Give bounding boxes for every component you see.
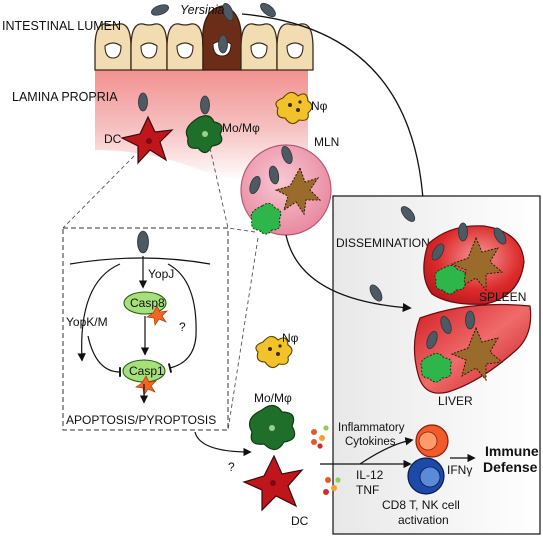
yopkm-inhibit-casp1 — [87, 335, 121, 377]
spleen-label: SPLEEN — [479, 290, 526, 304]
dc-label: DC — [104, 132, 122, 146]
t-cell-red — [415, 424, 449, 458]
nk-cell-blue — [407, 457, 445, 495]
neutrophil-recruited — [255, 335, 293, 369]
tnf-label: TNF — [356, 483, 379, 497]
host-membrane — [69, 257, 211, 265]
dendritic-cell-lp — [120, 115, 174, 165]
yersinia-label: Yersinia — [180, 3, 225, 17]
immune-defense-label-1: Immune — [485, 443, 539, 459]
macrophage-lp — [185, 115, 223, 154]
inflammatory-label-1: Inflammatory — [338, 422, 405, 434]
question-mark-inset: ? — [179, 320, 186, 334]
mo-mphi-label-lp: Mo/Mφ — [222, 121, 260, 135]
macrophage-recruited — [249, 404, 296, 451]
il12-label: IL-12 — [356, 468, 384, 482]
intestinal-lumen-label: INTESTINAL LUMEN — [2, 19, 121, 33]
signaling-inset — [62, 227, 229, 431]
dissemination-label: DISSEMINATION — [336, 236, 430, 250]
mln-label: MLN — [314, 135, 339, 149]
death-to-recruitment-arrow — [194, 431, 252, 457]
cd8-nk-label-1: CD8 T, NK cell — [382, 498, 460, 512]
casp8-label: Casp8 — [130, 296, 165, 310]
liver — [413, 303, 532, 394]
inflammatory-arrow — [359, 437, 414, 465]
casp8-activation-star — [146, 305, 168, 326]
n-phi-label-lp: Nφ — [311, 99, 328, 113]
connector-dc-inset — [62, 155, 135, 229]
connector-mln-inset-top — [227, 227, 256, 233]
neutrophil-lp — [275, 91, 313, 125]
yopkm-label: YopK/M — [66, 315, 108, 329]
dissemination-arrow-lumen — [241, 13, 429, 222]
cytokine-dots — [311, 425, 341, 495]
inset-signaling: Casp8 Casp1 YopJ YopK/M ? — [66, 230, 211, 404]
cd8-nk-label-2: activation — [398, 513, 449, 527]
dendritic-cell-recruited — [242, 454, 304, 512]
yopj-label: YopJ — [148, 267, 174, 281]
mo-mphi-label-recruited: Mo/Mφ — [254, 391, 292, 405]
inflammatory-label-2: Cytokines — [345, 436, 396, 448]
spleen — [423, 222, 525, 305]
mesenteric-lymph-node — [240, 144, 332, 236]
dc-label-recruited: DC — [291, 514, 309, 528]
yopj-inhibit-casp1 — [167, 263, 197, 373]
question-mark-recruitment: ? — [228, 460, 235, 474]
casp1-activation-star — [135, 375, 157, 396]
immune-defense-label-2: Defense — [483, 459, 538, 475]
dissemination-arrow-mln — [285, 234, 412, 313]
casp1-label: Casp1 — [129, 364, 164, 378]
liver-label: LIVER — [438, 394, 473, 408]
ifn-label: IFNγ — [447, 463, 472, 477]
yopkm-arrow — [77, 263, 121, 362]
n-phi-label-recruited: Nφ — [282, 331, 299, 345]
connector-mln-inset-bottom — [227, 237, 259, 431]
apoptosis-pyroptosis-label: APOPTOSIS/PYROPTOSIS — [66, 413, 216, 427]
lamina-propria-label: LAMINA PROPRIA — [12, 90, 118, 104]
